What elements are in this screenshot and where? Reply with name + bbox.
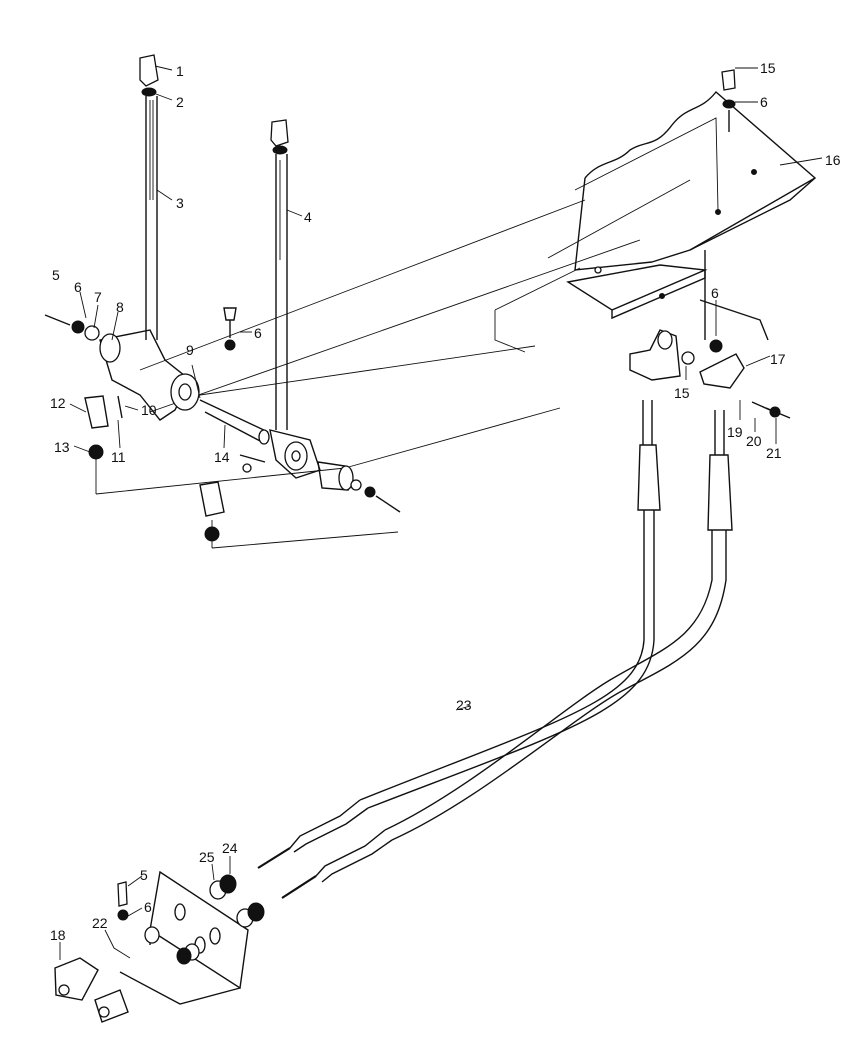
part-label-22: 22 <box>92 915 108 931</box>
part-label-2: 2 <box>176 94 184 110</box>
part-label-6-right: 6 <box>711 285 719 301</box>
part-label-20: 20 <box>746 433 762 449</box>
part-label-4: 4 <box>304 209 312 225</box>
part-label-19: 19 <box>727 424 743 440</box>
part-label-15-right: 15 <box>674 385 690 401</box>
part-label-24: 24 <box>222 840 238 856</box>
part-label-10: 10 <box>141 402 157 418</box>
part-label-23: 23 <box>456 697 472 713</box>
part-label-1: 1 <box>176 63 184 79</box>
shift-lever-right <box>270 119 289 430</box>
part-label-17: 17 <box>770 351 786 367</box>
shift-lever-left <box>139 54 159 340</box>
part-labels: 1 2 3 4 15 6 16 5 6 7 8 6 9 12 10 11 13 … <box>50 60 841 943</box>
part-label-6-left: 6 <box>74 279 82 295</box>
right-cable-clevis <box>629 69 791 419</box>
part-label-16: 16 <box>825 152 841 168</box>
part-label-18: 18 <box>50 927 66 943</box>
part-label-5-lower: 5 <box>140 867 148 883</box>
part-label-6-top: 6 <box>760 94 768 110</box>
part-label-15-top: 15 <box>760 60 776 76</box>
part-label-14: 14 <box>214 449 230 465</box>
part-label-6-lower: 6 <box>144 899 152 915</box>
part-label-12: 12 <box>50 395 66 411</box>
part-label-3: 3 <box>176 195 184 211</box>
part-label-7: 7 <box>94 289 102 305</box>
control-cables <box>257 400 733 899</box>
lower-mounting-plate <box>54 870 265 1023</box>
guide-lines <box>95 199 641 549</box>
part-label-21: 21 <box>766 445 782 461</box>
part-label-5-upper: 5 <box>52 267 60 283</box>
part-label-25: 25 <box>199 849 215 865</box>
part-label-8: 8 <box>116 299 124 315</box>
leader-lines <box>59 65 823 960</box>
part-label-6-mid: 6 <box>254 325 262 341</box>
right-lever-pivot <box>199 429 401 542</box>
part-label-11: 11 <box>111 449 126 465</box>
mounting-bracket <box>494 90 817 353</box>
part-label-9: 9 <box>186 342 194 358</box>
part-label-13: 13 <box>54 439 70 455</box>
